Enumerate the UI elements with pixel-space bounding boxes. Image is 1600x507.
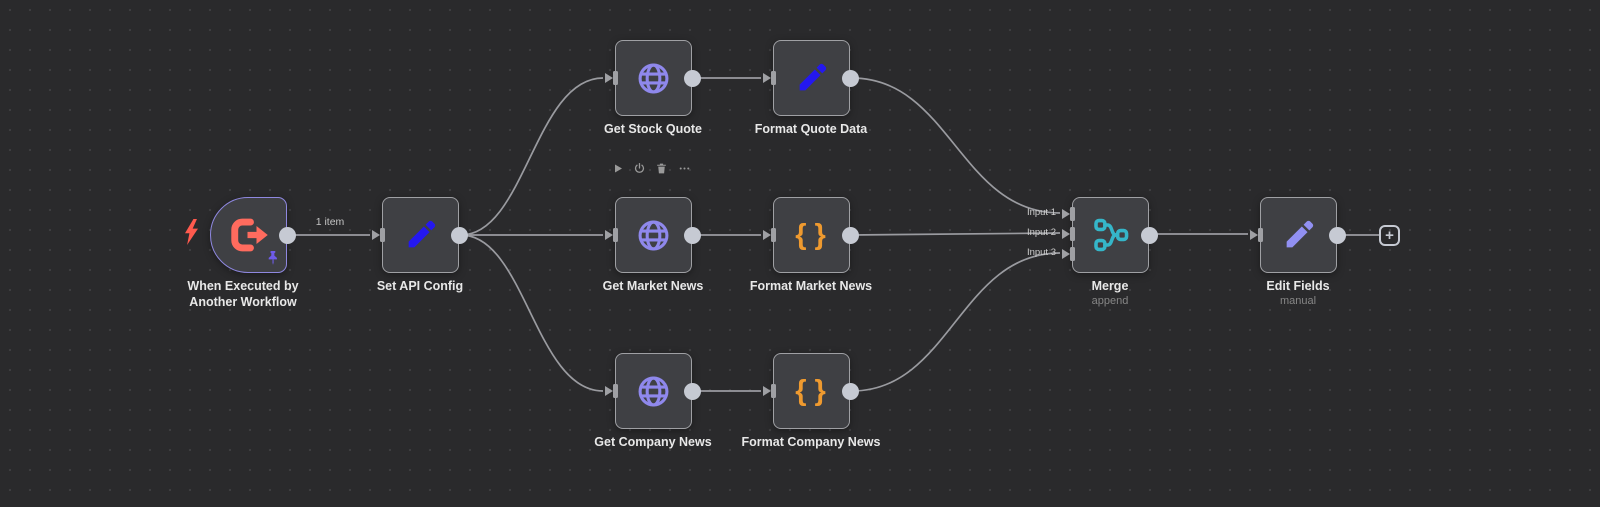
merge-input-label-2: Input 2 <box>1026 227 1056 238</box>
node-label: Get Market News <box>602 279 704 293</box>
input-port-3 <box>1070 247 1075 261</box>
input-port <box>380 228 385 242</box>
node-set-api-config[interactable] <box>372 197 468 273</box>
input-port-arrow-1[interactable] <box>1062 208 1070 219</box>
input-port-arrow[interactable] <box>1250 229 1258 240</box>
node-label: Edit Fields <box>1266 279 1330 293</box>
node-format-market-news[interactable]: {} <box>763 197 859 273</box>
lightning-bolt-icon <box>185 219 198 245</box>
node-label: Merge <box>1091 279 1129 293</box>
node-subtitle: append <box>1091 295 1129 307</box>
connection-formatquote-merge[interactable] <box>851 77 1061 214</box>
output-port[interactable] <box>684 382 701 400</box>
output-port[interactable] <box>684 226 701 244</box>
node-format-quote-data[interactable] <box>763 40 859 116</box>
node-label: Format Company News <box>741 435 881 449</box>
connection-formatcompany-merge[interactable] <box>851 252 1061 392</box>
output-port[interactable] <box>1141 226 1158 244</box>
node-label: Format Market News <box>749 279 873 293</box>
power-icon[interactable] <box>633 162 646 175</box>
output-port[interactable] <box>684 69 701 87</box>
merge-input-label-3: Input 3 <box>1026 247 1056 258</box>
input-port <box>613 384 618 398</box>
input-port-arrow[interactable] <box>372 229 380 240</box>
input-port-arrow-3[interactable] <box>1062 248 1070 259</box>
node-label: Set API Config <box>376 279 464 293</box>
connection-items-label: 1 item <box>315 216 345 228</box>
node-label: Get Company News <box>594 435 712 449</box>
input-port-arrow[interactable] <box>605 385 613 396</box>
more-options-icon[interactable] <box>677 162 692 175</box>
merge-icon <box>1093 218 1128 252</box>
node-format-company-news[interactable]: {} <box>763 353 859 429</box>
output-port[interactable] <box>842 69 859 87</box>
input-port-arrow[interactable] <box>763 72 771 83</box>
node-get-market-news[interactable] <box>605 197 701 273</box>
node-merge[interactable] <box>1062 197 1158 273</box>
pencil-icon <box>408 220 435 248</box>
globe-icon <box>638 376 669 406</box>
input-port <box>613 228 618 242</box>
node-label: When Executed by Another Workflow <box>187 279 299 310</box>
curly-braces-icon: {} <box>795 374 828 407</box>
input-port <box>771 71 776 85</box>
merge-input-label-1: Input 1 <box>1026 207 1056 218</box>
connection-setapi-getstock[interactable] <box>460 77 604 236</box>
connection-formatmarket-merge[interactable] <box>851 232 1061 236</box>
node-edit-fields[interactable] <box>1250 197 1346 273</box>
node-when-executed-by-another-workflow[interactable] <box>210 197 296 273</box>
play-icon[interactable] <box>612 162 624 175</box>
node-label: Get Stock Quote <box>604 122 702 136</box>
pencil-icon <box>799 63 826 91</box>
connection-setapi-getcompany[interactable] <box>460 234 604 392</box>
input-port-arrow[interactable] <box>605 72 613 83</box>
input-port <box>771 384 776 398</box>
output-port[interactable] <box>842 226 859 244</box>
globe-icon <box>638 220 669 250</box>
node-get-stock-quote[interactable] <box>605 40 701 116</box>
input-port-1 <box>1070 207 1075 221</box>
input-port <box>771 228 776 242</box>
input-port <box>1258 228 1263 242</box>
add-node-button[interactable]: + <box>1379 225 1400 246</box>
globe-icon <box>638 63 669 93</box>
input-port-arrow[interactable] <box>763 229 771 240</box>
input-port-2 <box>1070 227 1075 241</box>
curly-braces-icon: {} <box>795 218 828 251</box>
pin-icon <box>268 250 277 265</box>
output-port[interactable] <box>842 382 859 400</box>
output-port[interactable] <box>1329 226 1346 244</box>
output-port[interactable] <box>279 226 296 244</box>
pencil-icon <box>1286 220 1313 248</box>
node-label: Format Quote Data <box>754 122 868 136</box>
node-subtitle: manual <box>1279 295 1317 307</box>
trash-icon[interactable] <box>655 162 668 175</box>
node-get-company-news[interactable] <box>605 353 701 429</box>
input-port-arrow-2[interactable] <box>1062 228 1070 239</box>
input-port-arrow[interactable] <box>605 229 613 240</box>
node-hover-toolbar <box>612 162 692 175</box>
output-port[interactable] <box>451 226 468 244</box>
workflow-trigger-arrow-icon <box>230 218 268 252</box>
input-port <box>613 71 618 85</box>
input-port-arrow[interactable] <box>763 385 771 396</box>
